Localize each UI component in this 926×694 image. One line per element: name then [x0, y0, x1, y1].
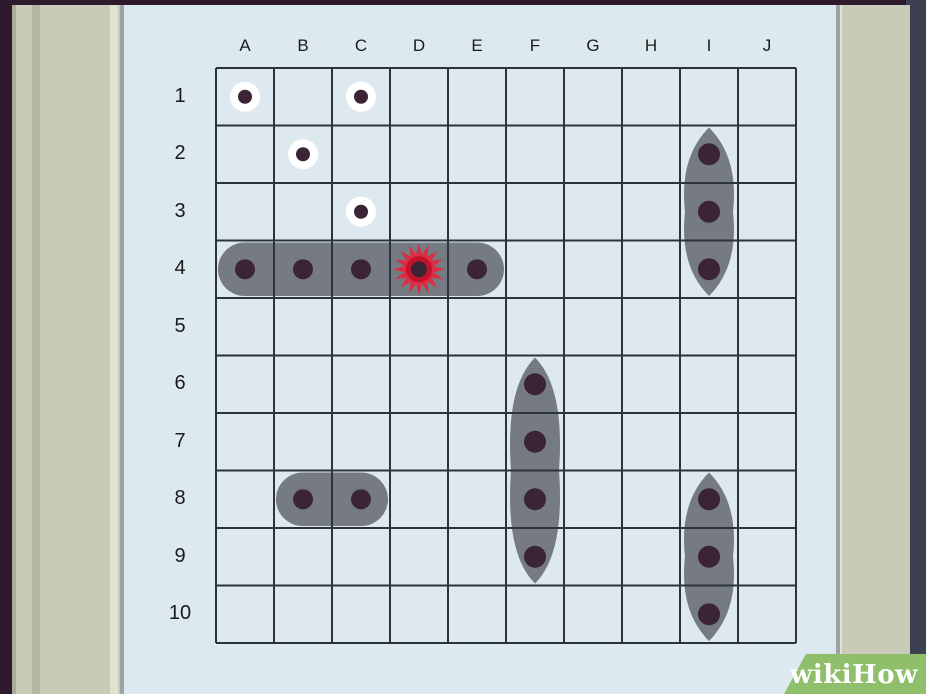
peg-c4: [351, 259, 371, 279]
peg-f7: [524, 431, 546, 453]
peg-b4: [293, 259, 313, 279]
peg-f9: [524, 546, 546, 568]
watermark-wiki: wiki: [790, 660, 852, 690]
miss-peg-a1: [238, 90, 252, 104]
peg-e4: [467, 259, 487, 279]
miss-peg-c1: [354, 90, 368, 104]
peg-f6: [524, 373, 546, 395]
miss-peg-c3: [354, 205, 368, 219]
peg-i2: [698, 143, 720, 165]
peg-a4: [235, 259, 255, 279]
peg-f8: [524, 488, 546, 510]
hit-peg: [411, 261, 427, 277]
miss-peg-b2: [296, 147, 310, 161]
watermark-how: How: [852, 660, 918, 690]
peg-c8: [351, 489, 371, 509]
peg-i4: [698, 258, 720, 280]
peg-i10: [698, 603, 720, 625]
watermark-logo: wikiHow: [790, 660, 918, 690]
peg-i8: [698, 488, 720, 510]
peg-i3: [698, 201, 720, 223]
peg-i9: [698, 546, 720, 568]
peg-b8: [293, 489, 313, 509]
